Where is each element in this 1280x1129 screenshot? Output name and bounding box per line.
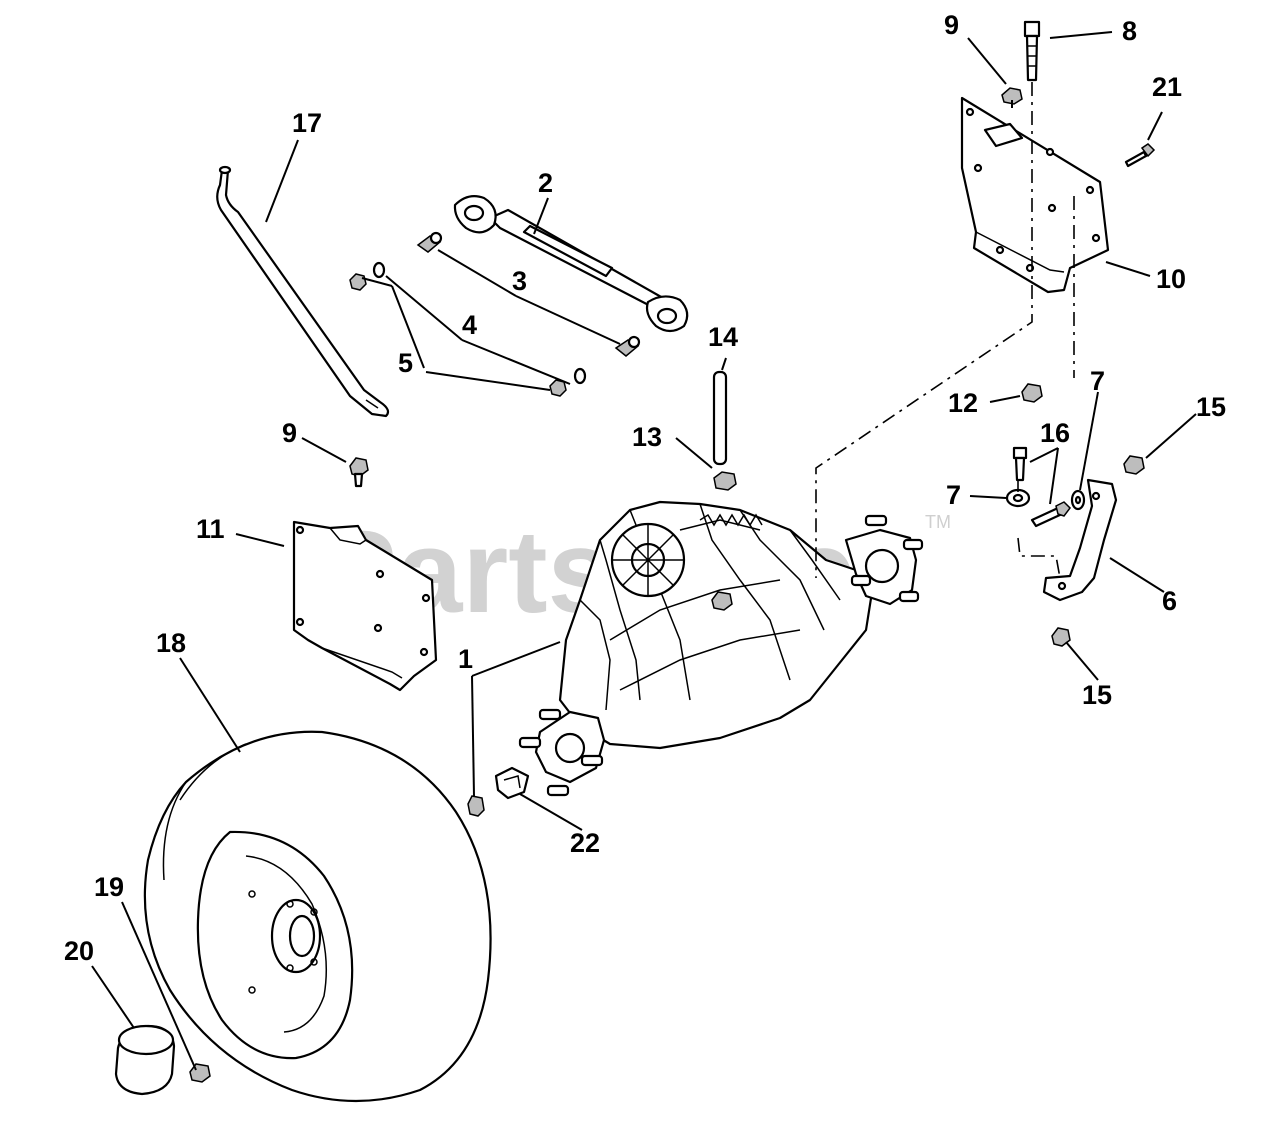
callout-8: 8	[1122, 16, 1137, 46]
part-11-bracket	[292, 457, 438, 692]
part-17-rod	[216, 165, 390, 418]
part-15-nut-bottom	[1051, 627, 1071, 647]
leader-lines	[91, 31, 1197, 1071]
watermark-trademark: TM	[925, 512, 951, 532]
part-3-4-5-hardware	[349, 231, 641, 397]
part-19-nut	[189, 1063, 211, 1083]
part-14-pin	[712, 370, 728, 466]
part-6-bracket	[1042, 478, 1118, 602]
part-2-tie-rod	[453, 195, 689, 333]
callout-7-right: 7	[1090, 366, 1105, 396]
part-20-cap	[114, 1024, 176, 1096]
part-10-bracket	[960, 96, 1110, 294]
callout-5: 5	[398, 348, 413, 378]
callout-19: 19	[94, 872, 124, 902]
callout-4: 4	[462, 310, 477, 340]
callout-14: 14	[708, 322, 738, 352]
part-21-screw	[1124, 143, 1156, 168]
callout-11: 11	[196, 514, 225, 544]
callout-9-mid: 9	[282, 418, 297, 448]
part-18-tire	[143, 730, 492, 1103]
callout-6: 6	[1162, 586, 1177, 616]
callout-9-top: 9	[944, 10, 959, 40]
part-1-nut	[467, 795, 485, 817]
part-7-washers	[1005, 488, 1086, 511]
part-8-bolt	[1023, 20, 1041, 82]
callout-13: 13	[632, 422, 662, 452]
part-13-nut	[713, 471, 737, 491]
callout-17: 17	[292, 108, 322, 138]
callout-1: 1	[458, 644, 473, 674]
part-15-nut-top	[1123, 455, 1145, 475]
transaxle	[518, 500, 924, 797]
callout-22: 22	[570, 828, 600, 858]
part-12-nut	[1021, 383, 1043, 403]
callout-12: 12	[948, 388, 978, 418]
callout-7-left: 7	[946, 480, 961, 510]
alignment-lines	[815, 82, 1075, 579]
part-22-clip	[494, 766, 530, 800]
callout-21: 21	[1152, 72, 1182, 102]
callout-16: 16	[1040, 418, 1070, 448]
callout-15-top: 15	[1196, 392, 1226, 422]
callout-15-bottom: 15	[1082, 680, 1112, 710]
callout-20: 20	[64, 936, 94, 966]
callout-2: 2	[538, 168, 553, 198]
callout-labels: 17 2 3 4 5 9 8 21 10 14 12 7 15 13 16 7 …	[64, 10, 1226, 966]
callout-18: 18	[156, 628, 186, 658]
part-9-bolt-top	[1001, 87, 1023, 108]
part-16-bolts	[1012, 446, 1071, 528]
callout-10: 10	[1156, 264, 1186, 294]
callout-3: 3	[512, 266, 527, 296]
